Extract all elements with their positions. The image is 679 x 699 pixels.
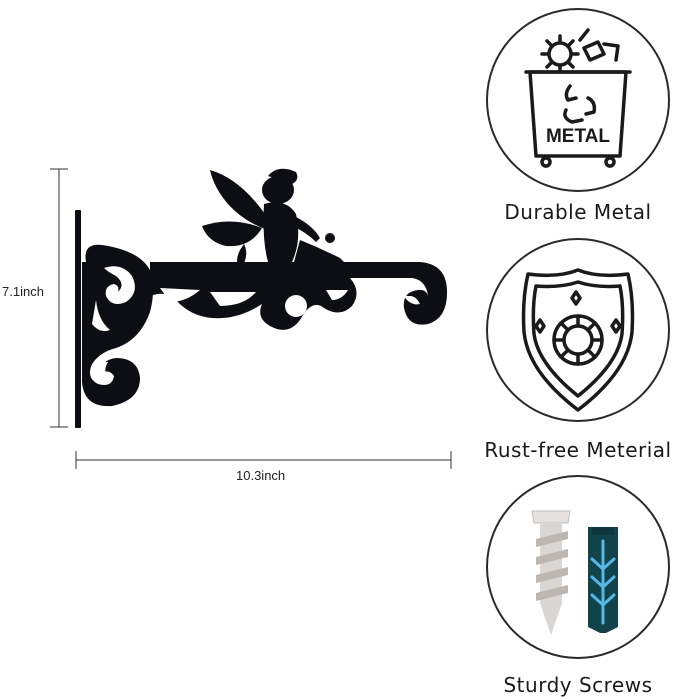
fairy-plant-bracket-image [75, 168, 448, 428]
width-label: 10.3inch [236, 468, 286, 483]
height-dimension-line [50, 168, 68, 428]
feature-circle-sturdy-screws [486, 475, 670, 659]
screw-and-anchor-icon [531, 510, 618, 635]
feature-circle-durable-metal: METAL [486, 8, 670, 192]
product-area: 7.1inch 10.3inch [2, 168, 452, 483]
feature-circle-rust-free [486, 238, 670, 422]
metal-recycling-bin-icon: METAL [524, 28, 632, 168]
height-label: 7.1inch [2, 284, 44, 299]
feature-label-durable-metal: Durable Metal [504, 200, 652, 224]
feature-label-rust-free: Rust-free Meterial [484, 438, 672, 462]
metal-badge-text: METAL [546, 126, 610, 147]
width-dimension-line [75, 451, 452, 469]
feature-label-sturdy-screws: Sturdy Screws [503, 673, 653, 697]
shield-gear-icon [521, 268, 635, 412]
